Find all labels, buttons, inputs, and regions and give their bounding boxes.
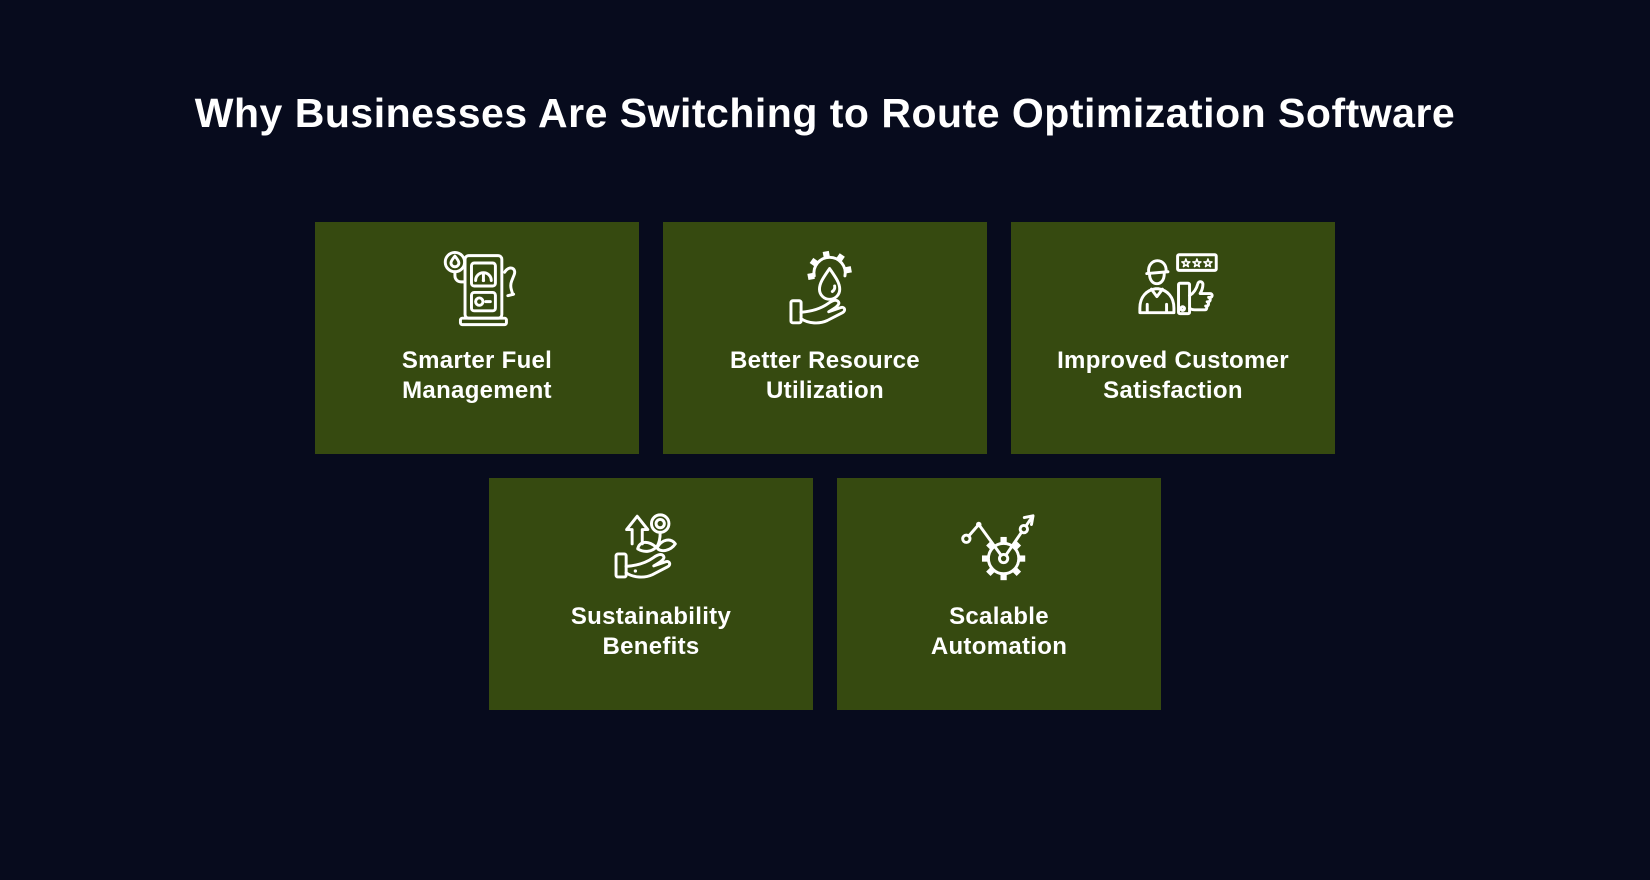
card-sustainability-benefits: Sustainability Benefits xyxy=(489,478,813,710)
card-smarter-fuel-management: Smarter Fuel Management xyxy=(315,222,639,454)
card-improved-customer-satisfaction: Improved Customer Satisfaction xyxy=(1011,222,1335,454)
fuel-pump-icon xyxy=(431,240,523,332)
card-scalable-automation: Scalable Automation xyxy=(837,478,1161,710)
grid-row-2: Sustainability Benefits xyxy=(489,478,1161,710)
card-better-resource-utilization: Better Resource Utilization xyxy=(663,222,987,454)
hand-holding-plant-growth-icon xyxy=(605,496,697,588)
grid-row-1: Smarter Fuel Management Better Resou xyxy=(315,222,1335,454)
benefits-grid: Smarter Fuel Management Better Resou xyxy=(0,222,1650,710)
gear-growth-chart-icon xyxy=(953,496,1045,588)
card-label: Smarter Fuel Management xyxy=(401,347,553,404)
card-label: Better Resource Utilization xyxy=(730,347,920,404)
page-title: Why Businesses Are Switching to Route Op… xyxy=(194,90,1456,136)
card-label: Scalable Automation xyxy=(930,603,1068,660)
hand-holding-droplet-gear-icon xyxy=(779,240,871,332)
customer-rating-thumbs-up-icon xyxy=(1127,240,1219,332)
card-label: Improved Customer Satisfaction xyxy=(1057,347,1289,404)
card-label: Sustainability Benefits xyxy=(570,603,732,660)
